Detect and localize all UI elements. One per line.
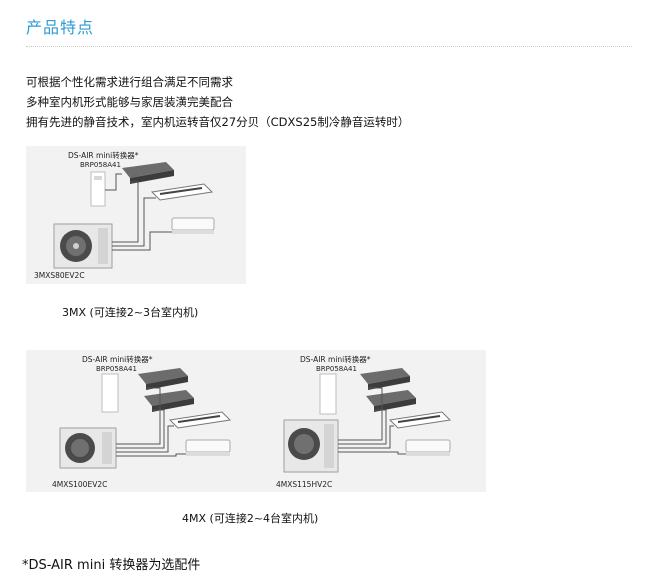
feature-item: 拥有先进的静音技术，室内机运转音仅27分贝（CDXS25制冷静音运转时） [26,115,410,129]
system-4mxs100: DS-AIR mini转换器* BRP058A41 4MXS100EV2C [52,354,232,489]
pipe-line [116,425,174,453]
ducted-unit-icon [366,390,416,406]
converter-label: DS-AIR mini转换器* [82,354,153,364]
converter-box-icon [90,171,106,207]
outdoor-model: 4MXS100EV2C [52,480,107,489]
feature-list: 可根据个性化需求进行组合满足不同需求 多种室内机形式能够与家居装潢完美配合 拥有… [26,72,409,132]
converter-box-icon [101,373,119,413]
cassette-unit-icon [388,411,452,429]
ducted-unit-icon [122,162,174,178]
diagram-4mx-illustration: DS-AIR mini转换器* BRP058A41 4MXS100EV2C DS… [52,354,452,489]
pipe-line [338,409,387,445]
pipe-line [338,425,394,449]
caption-4mx: 4MX (可连接2~4台室内机) [182,512,319,525]
diagram-4mx: DS-AIR mini转换器* BRP058A41 4MXS100EV2C DS… [26,350,486,492]
converter-model: BRP058A41 [80,161,121,169]
converter-label: DS-AIR mini转换器* [300,354,371,364]
pipe-line [338,451,406,455]
converter-label: DS-AIR mini转换器* [68,150,139,160]
dotted-divider [26,46,632,47]
ducted-unit-icon [360,368,410,384]
system-4mxs115: DS-AIR mini转换器* BRP058A41 4MXS115HV2C [276,354,452,489]
wall-unit-icon [185,439,231,453]
converter-model: BRP058A41 [316,365,357,373]
caption-3mx: 3MX (可连接2~3台室内机) [62,306,199,319]
outdoor-model: 4MXS115HV2C [276,480,332,489]
wall-unit-icon [405,439,451,453]
converter-model: BRP058A41 [96,365,137,373]
pipe-line [338,387,383,441]
footnote: *DS-AIR mini 转换器为选配件 [22,558,201,573]
outdoor-model: 3MXS80EV2C [34,271,85,280]
section-title: 产品特点 [26,18,95,37]
diagram-3mx: DS-AIR mini转换器* BRP058A41 3MXS80EV2C [26,146,246,284]
cassette-unit-icon [150,183,214,201]
feature-item: 可根据个性化需求进行组合满足不同需求 [26,75,233,89]
diagram-3mx-illustration: DS-AIR mini转换器* BRP058A41 3MXS80EV2C [34,150,215,280]
converter-box-icon [319,373,337,415]
pipe-line [116,409,165,449]
cassette-unit-icon [168,411,232,429]
feature-item: 多种室内机形式能够与家居装潢完美配合 [26,95,233,109]
pipe-line [112,231,172,251]
wall-unit-icon [171,217,215,231]
ducted-unit-icon [138,368,188,384]
pipe-line [116,453,186,457]
pipe-line [105,173,122,191]
ducted-unit-icon [144,390,194,406]
pipe-line [112,197,156,247]
pipe-line [112,181,139,243]
pipe-line [116,387,161,445]
